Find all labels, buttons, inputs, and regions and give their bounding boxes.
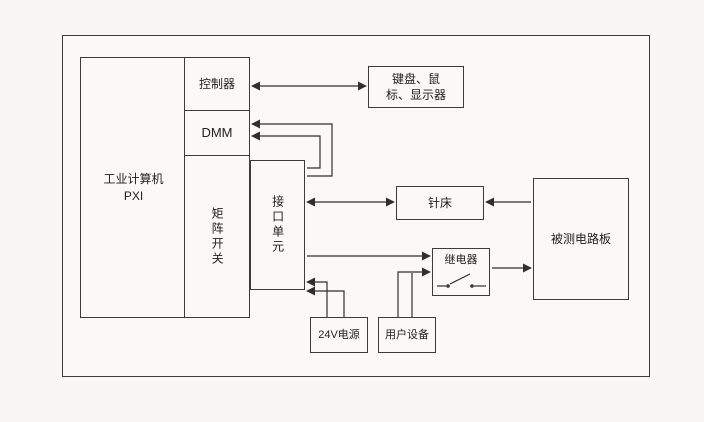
industrial-computer-label-area: 工业计算机 PXI [81, 58, 186, 317]
node-dmm: DMM [185, 111, 249, 156]
node-display: 键盘、鼠 标、显示器 [368, 66, 464, 108]
node-needle-bed: 针床 [396, 186, 484, 220]
matrix-switch-label: 矩阵开关 [210, 206, 225, 267]
node-matrix-switch: 矩阵开关 [185, 156, 249, 317]
controller-label: 控制器 [198, 76, 235, 91]
node-controller: 控制器 [185, 58, 249, 111]
node-relay: 继电器 [432, 248, 490, 296]
computer-module-column: 控制器 DMM 矩阵开关 [184, 58, 249, 317]
node-power-24v: 24V电源 [310, 317, 368, 353]
interface-unit-label: 接口单元 [270, 195, 285, 255]
display-label: 键盘、鼠 标、显示器 [385, 71, 446, 102]
node-user-equipment: 用户设备 [378, 317, 436, 353]
user-equipment-label: 用户设备 [385, 328, 429, 341]
industrial-computer-label: 工业计算机 PXI [103, 172, 164, 203]
dmm-label: DMM [201, 125, 233, 141]
relay-label: 继电器 [444, 254, 478, 266]
dut-board-label: 被测电路板 [550, 231, 611, 246]
node-industrial-computer: 工业计算机 PXI 控制器 DMM 矩阵开关 [80, 57, 250, 318]
needle-bed-label: 针床 [427, 195, 452, 210]
power-24v-label: 24V电源 [318, 328, 360, 341]
node-dut-board: 被测电路板 [533, 178, 629, 300]
node-interface-unit: 接口单元 [250, 160, 305, 290]
